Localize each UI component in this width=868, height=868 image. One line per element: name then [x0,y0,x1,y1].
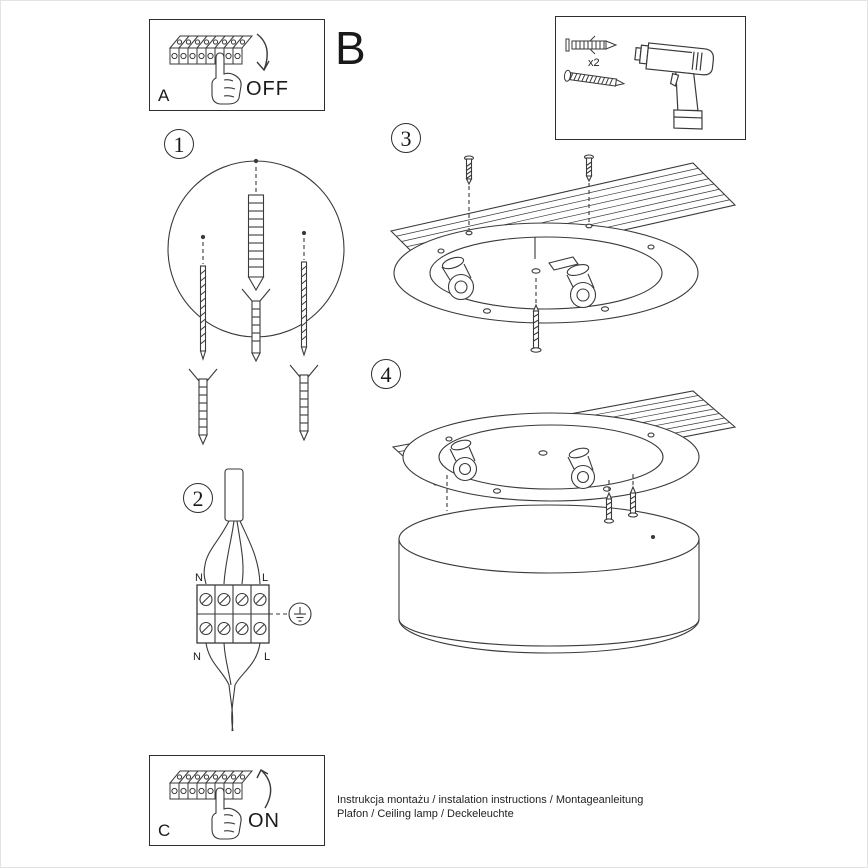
plug-count-label: x2 [588,57,600,69]
drill-icon [634,42,715,130]
step-3-number: 3 [400,126,412,151]
terminal-l-bottom-label: L [264,651,270,663]
step4-shade-drawing [391,390,737,654]
terminal-n-top-label: N [195,572,203,584]
on-label: ON [248,810,280,832]
footer: Instrukcja montażu / instalation instruc… [337,793,643,821]
step-3-badge: 3 [391,123,421,153]
step-4-badge: 4 [371,359,401,389]
step-2-badge: 2 [183,483,213,513]
step-4-number: 4 [380,362,392,387]
panel-c-letter: C [158,821,171,840]
step-2-number: 2 [192,486,204,511]
hand-icon [211,52,242,105]
panel-power-off: OFF A [149,19,325,111]
step3-mounting-drawing [389,154,737,353]
footer-line-2: Plafon / Ceiling lamp / Deckeleuchte [337,808,514,820]
step2-wiring-drawing: N L N L [193,468,312,732]
off-label: OFF [246,78,289,100]
wall-plug-icon [565,35,618,55]
step-1-number: 1 [173,132,185,157]
step1-anchors-drawing [167,158,345,446]
screw-icon [563,69,626,87]
terminal-n-bottom-label: N [193,651,201,663]
footer-line-1: Instrukcja montażu / instalation instruc… [337,794,644,806]
panel-power-on: ON C [149,755,325,846]
hand-icon [211,787,242,840]
step-1-badge: 1 [164,129,194,159]
flip-up-arrow-icon [256,769,272,809]
flip-down-arrow-icon [256,33,270,72]
panel-a-letter: A [158,86,170,105]
terminal-l-top-label: L [262,572,268,584]
panel-b-letter: B [335,22,366,74]
panel-tools: x2 [555,16,746,140]
